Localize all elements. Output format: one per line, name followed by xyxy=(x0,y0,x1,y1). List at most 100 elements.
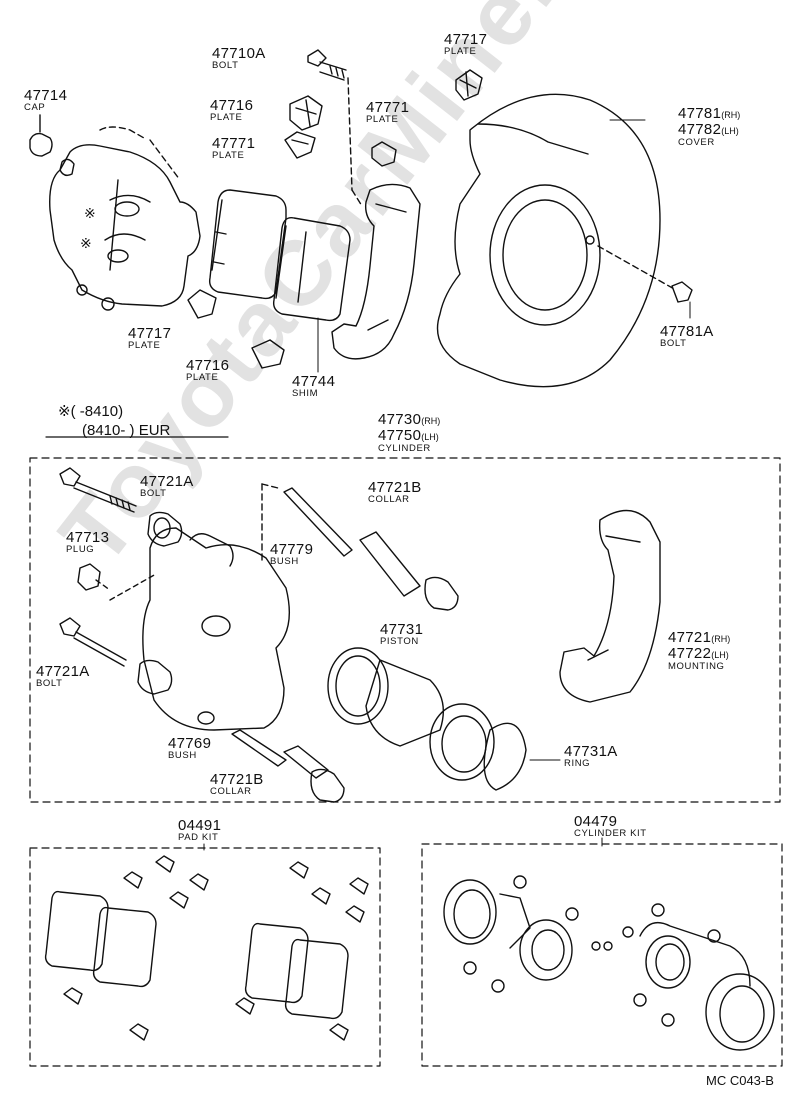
label-47781: 47781(RH) 47782(LH) COVER xyxy=(678,106,740,148)
mounting-right-drawing xyxy=(559,509,661,703)
part-name: BOLT xyxy=(660,338,687,349)
part-number-lh: 47722 xyxy=(668,645,712,662)
part-number: 47771 xyxy=(366,99,410,116)
part-number: 47713 xyxy=(66,529,110,546)
part-number: 47721A xyxy=(36,663,90,680)
part-name: PISTON xyxy=(380,636,419,647)
label-47730: 47730(RH) 47750(LH) CYLINDER xyxy=(378,412,440,454)
part-name: COLLAR xyxy=(210,786,252,797)
collar-top-drawing xyxy=(359,531,459,611)
part-number: 47781A xyxy=(660,323,714,340)
bolt-47710A-drawing xyxy=(307,49,363,207)
label-47716-low: 47716 PLATE xyxy=(186,358,229,383)
part-number: 47769 xyxy=(168,735,212,752)
part-number: 47717 xyxy=(444,31,488,48)
mounting-top-drawing xyxy=(331,183,421,360)
part-name: PLATE xyxy=(186,372,219,383)
diagram-reference-code: MC C043-B xyxy=(706,1073,774,1088)
date-note-line1: ※( -8410) xyxy=(58,403,124,420)
plate-47716-low-drawing xyxy=(251,339,285,369)
label-47781A: 47781A BOLT xyxy=(660,324,714,349)
label-04479: 04479 CYLINDER KIT xyxy=(574,814,647,839)
part-name: COLLAR xyxy=(368,494,410,505)
part-name: BUSH xyxy=(270,556,299,567)
ring-drawing xyxy=(483,722,561,791)
part-name: PLATE xyxy=(128,340,161,351)
guide-pin-low-drawing xyxy=(231,729,287,767)
part-number: 47716 xyxy=(186,357,230,374)
label-47717-top: 47717 PLATE xyxy=(444,32,487,57)
part-name: BOLT xyxy=(212,60,239,71)
bolt-47721A-low-drawing xyxy=(59,617,127,667)
part-number-lh: 47782 xyxy=(678,121,722,138)
label-47721A-low: 47721A BOLT xyxy=(36,664,90,689)
cylinder-kit-box xyxy=(421,843,783,1067)
part-name: BOLT xyxy=(36,678,63,689)
cap-drawing xyxy=(29,114,53,157)
part-number: 47721B xyxy=(210,771,264,788)
pad-kit-drawing xyxy=(44,855,369,1041)
svg-text:※: ※ xyxy=(84,205,96,221)
pad-kit-box xyxy=(29,847,381,1067)
part-number: 47744 xyxy=(292,373,336,390)
part-name: PLATE xyxy=(212,150,245,161)
svg-text:※: ※ xyxy=(80,235,92,251)
part-number: 47710A xyxy=(212,45,266,62)
part-number: 47721B xyxy=(368,479,422,496)
part-number: 47716 xyxy=(210,97,254,114)
part-number: 47779 xyxy=(270,541,314,558)
part-name: MOUNTING xyxy=(668,661,725,672)
part-name: PLATE xyxy=(366,114,399,125)
side-tag-rh: (RH) xyxy=(711,634,731,644)
label-47721B-top: 47721B COLLAR xyxy=(368,480,422,505)
side-tag-rh: (RH) xyxy=(721,110,741,120)
label-47731A: 47731A RING xyxy=(564,744,618,769)
part-name: SHIM xyxy=(292,388,319,399)
bolt-47721A-top-drawing xyxy=(59,467,137,513)
plate-47717-low-drawing xyxy=(187,289,217,319)
part-name: PLATE xyxy=(210,112,243,123)
part-name: PAD KIT xyxy=(178,832,219,843)
label-47710A: 47710A BOLT xyxy=(212,46,266,71)
part-number-rh: 47730 xyxy=(378,411,422,428)
part-name: PLUG xyxy=(66,544,95,555)
side-tag-lh: (LH) xyxy=(711,650,729,660)
part-name: BOLT xyxy=(140,488,167,499)
part-name: COVER xyxy=(678,137,715,148)
part-name: RING xyxy=(564,758,591,769)
part-name: BUSH xyxy=(168,750,197,761)
plate-47771-right-drawing xyxy=(371,141,397,167)
bolt-47781A-drawing xyxy=(671,281,693,319)
label-47771-right: 47771 PLATE xyxy=(366,100,409,125)
piston-drawing xyxy=(327,647,495,781)
part-number: 47731A xyxy=(564,743,618,760)
part-number-rh: 47721 xyxy=(668,629,712,646)
part-number: 47721A xyxy=(140,473,194,490)
label-47744: 47744 SHIM xyxy=(292,374,335,399)
part-number: 47717 xyxy=(128,325,172,342)
date-note: ※( -8410) (8410- ) EUR xyxy=(58,404,170,438)
brake-pad-outer-drawing xyxy=(208,189,287,300)
cylinder-kit-drawing xyxy=(443,875,775,1051)
label-47721: 47721(RH) 47722(LH) MOUNTING xyxy=(668,630,730,672)
guide-pin-top-drawing xyxy=(261,483,353,561)
label-47769: 47769 BUSH xyxy=(168,736,211,761)
part-number: 04491 xyxy=(178,817,222,834)
side-tag-lh: (LH) xyxy=(721,126,739,136)
label-47771-mid: 47771 PLATE xyxy=(212,136,255,161)
bushing-drawing xyxy=(137,511,183,695)
label-47721B-low: 47721B COLLAR xyxy=(210,772,264,797)
collar-low-drawing xyxy=(283,745,345,803)
plate-47771-mid-drawing xyxy=(284,131,316,159)
plate-47717-top-drawing xyxy=(455,69,483,101)
plate-47716-top-drawing xyxy=(289,95,323,131)
part-name: CYLINDER xyxy=(378,443,431,454)
label-47713: 47713 PLUG xyxy=(66,530,109,555)
brake-pad-inner-drawing xyxy=(272,217,351,322)
plug-drawing xyxy=(77,563,157,601)
caliper-body-drawing: ※ ※ xyxy=(49,126,201,311)
part-number-rh: 47781 xyxy=(678,105,722,122)
part-number: 47771 xyxy=(212,135,256,152)
part-number: 04479 xyxy=(574,813,618,830)
